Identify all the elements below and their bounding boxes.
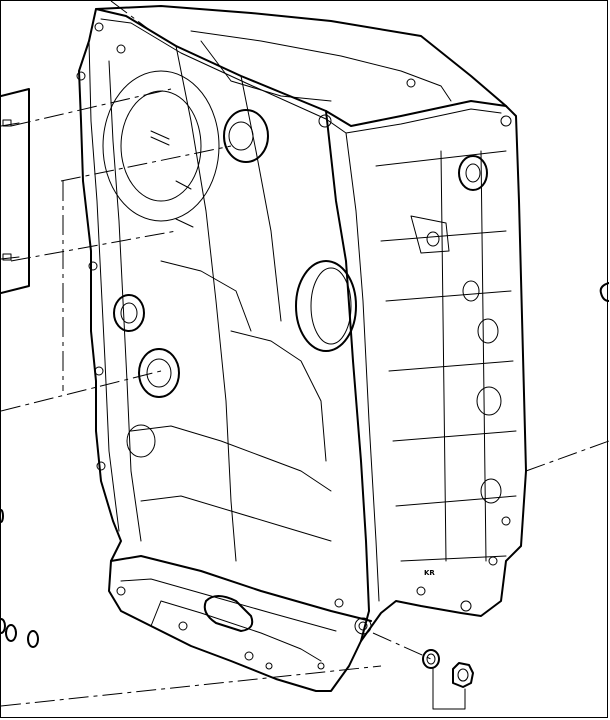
housing-marking: KR [424,569,435,577]
left-cover-plate [1,88,30,294]
drain-plug-assembly [422,649,474,710]
right-edge-part [599,282,609,302]
transmission-housing [78,5,527,692]
seal-rings-left [1,509,39,648]
housing-bores [76,22,512,670]
disk-pins [150,130,194,228]
sealing-washer [422,649,440,669]
callout-bracket [432,667,466,710]
leader-lines [1,1,609,707]
drain-plug [452,662,474,688]
